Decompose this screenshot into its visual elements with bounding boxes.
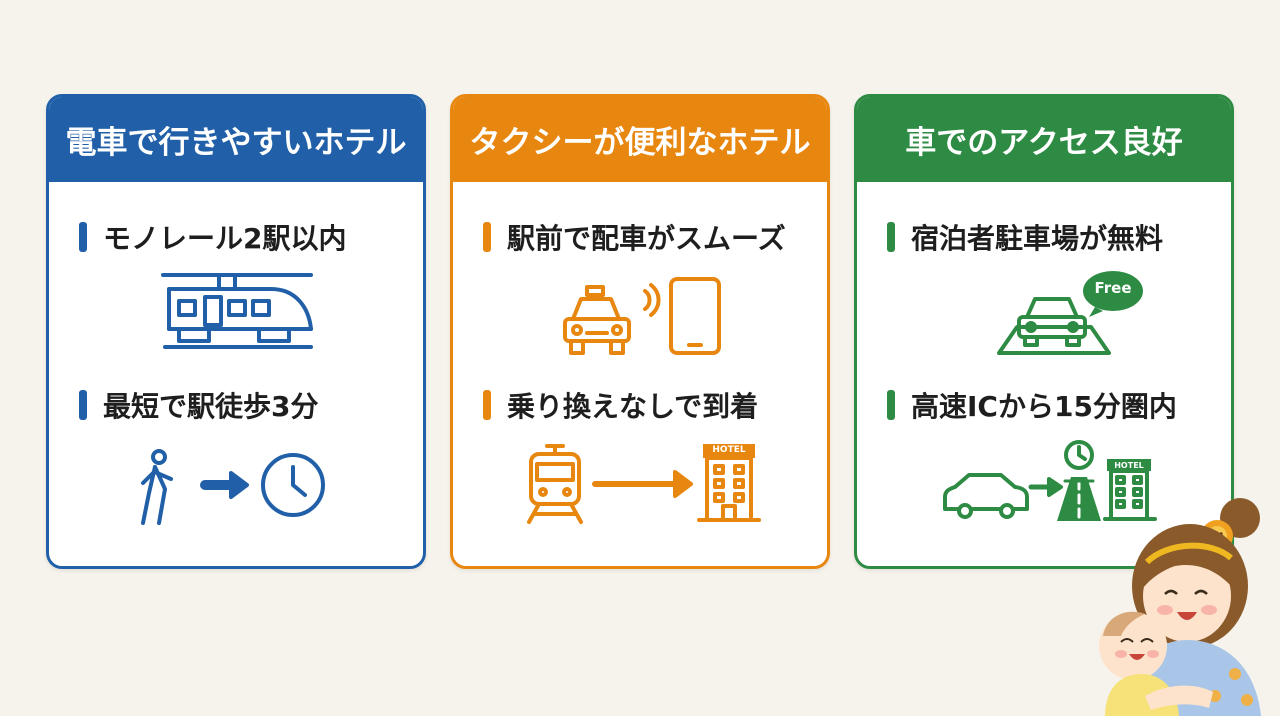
train-to-hotel-icon xyxy=(527,444,761,524)
item-monorail: モノレール2駅以内 xyxy=(79,217,346,257)
walk-to-clock-icon xyxy=(141,449,325,525)
card-title: 電車で行きやすいホテル xyxy=(49,97,423,182)
card-title: 車でのアクセス良好 xyxy=(857,97,1231,182)
accent-bar xyxy=(79,222,87,252)
item-highway: 高速ICから15分圏内 xyxy=(887,385,1177,425)
item-label: 駅前で配車がスムーズ xyxy=(507,222,786,255)
card-car: 車でのアクセス良好 宿泊者駐車場が無料 Free 高速ICから15分圏内 xyxy=(854,94,1234,569)
item-label: モノレール2駅以内 xyxy=(103,222,347,255)
car-highway-hotel-icon xyxy=(943,440,1157,521)
accent-bar xyxy=(887,222,895,252)
hotel-sign-text: HOTEL xyxy=(712,445,746,455)
item-free-parking: 宿泊者駐車場が無料 xyxy=(887,217,1163,257)
item-no-transfer: 乗り換えなしで到着 xyxy=(483,385,758,425)
item-label: 最短で駅徒歩3分 xyxy=(103,390,319,423)
free-badge: Free xyxy=(1094,279,1132,297)
free-parking-icon xyxy=(997,271,1143,355)
card-title: タクシーが便利なホテル xyxy=(453,97,827,182)
item-label: 宿泊者駐車場が無料 xyxy=(911,222,1164,255)
card-train: 電車で行きやすいホテル モノレール2駅以内 最短で駅徒歩3分 xyxy=(46,94,426,569)
item-label: 乗り換えなしで到着 xyxy=(507,390,759,423)
accent-bar xyxy=(483,390,491,420)
mother-baby-illustration xyxy=(1099,498,1261,716)
card-taxi: タクシーが便利なホテル 駅前で配車がスムーズ 乗り換えなしで到着 xyxy=(450,94,830,569)
accent-bar xyxy=(79,390,87,420)
item-label: 高速ICから15分圏内 xyxy=(911,390,1177,423)
monorail-icon xyxy=(161,273,313,349)
taxi-smartphone-icon xyxy=(563,277,721,355)
item-walk: 最短で駅徒歩3分 xyxy=(79,385,318,425)
accent-bar xyxy=(483,222,491,252)
hotel-sign-text: HOTEL xyxy=(1114,461,1144,470)
item-taxi-dispatch: 駅前で配車がスムーズ xyxy=(483,217,786,257)
accent-bar xyxy=(887,390,895,420)
